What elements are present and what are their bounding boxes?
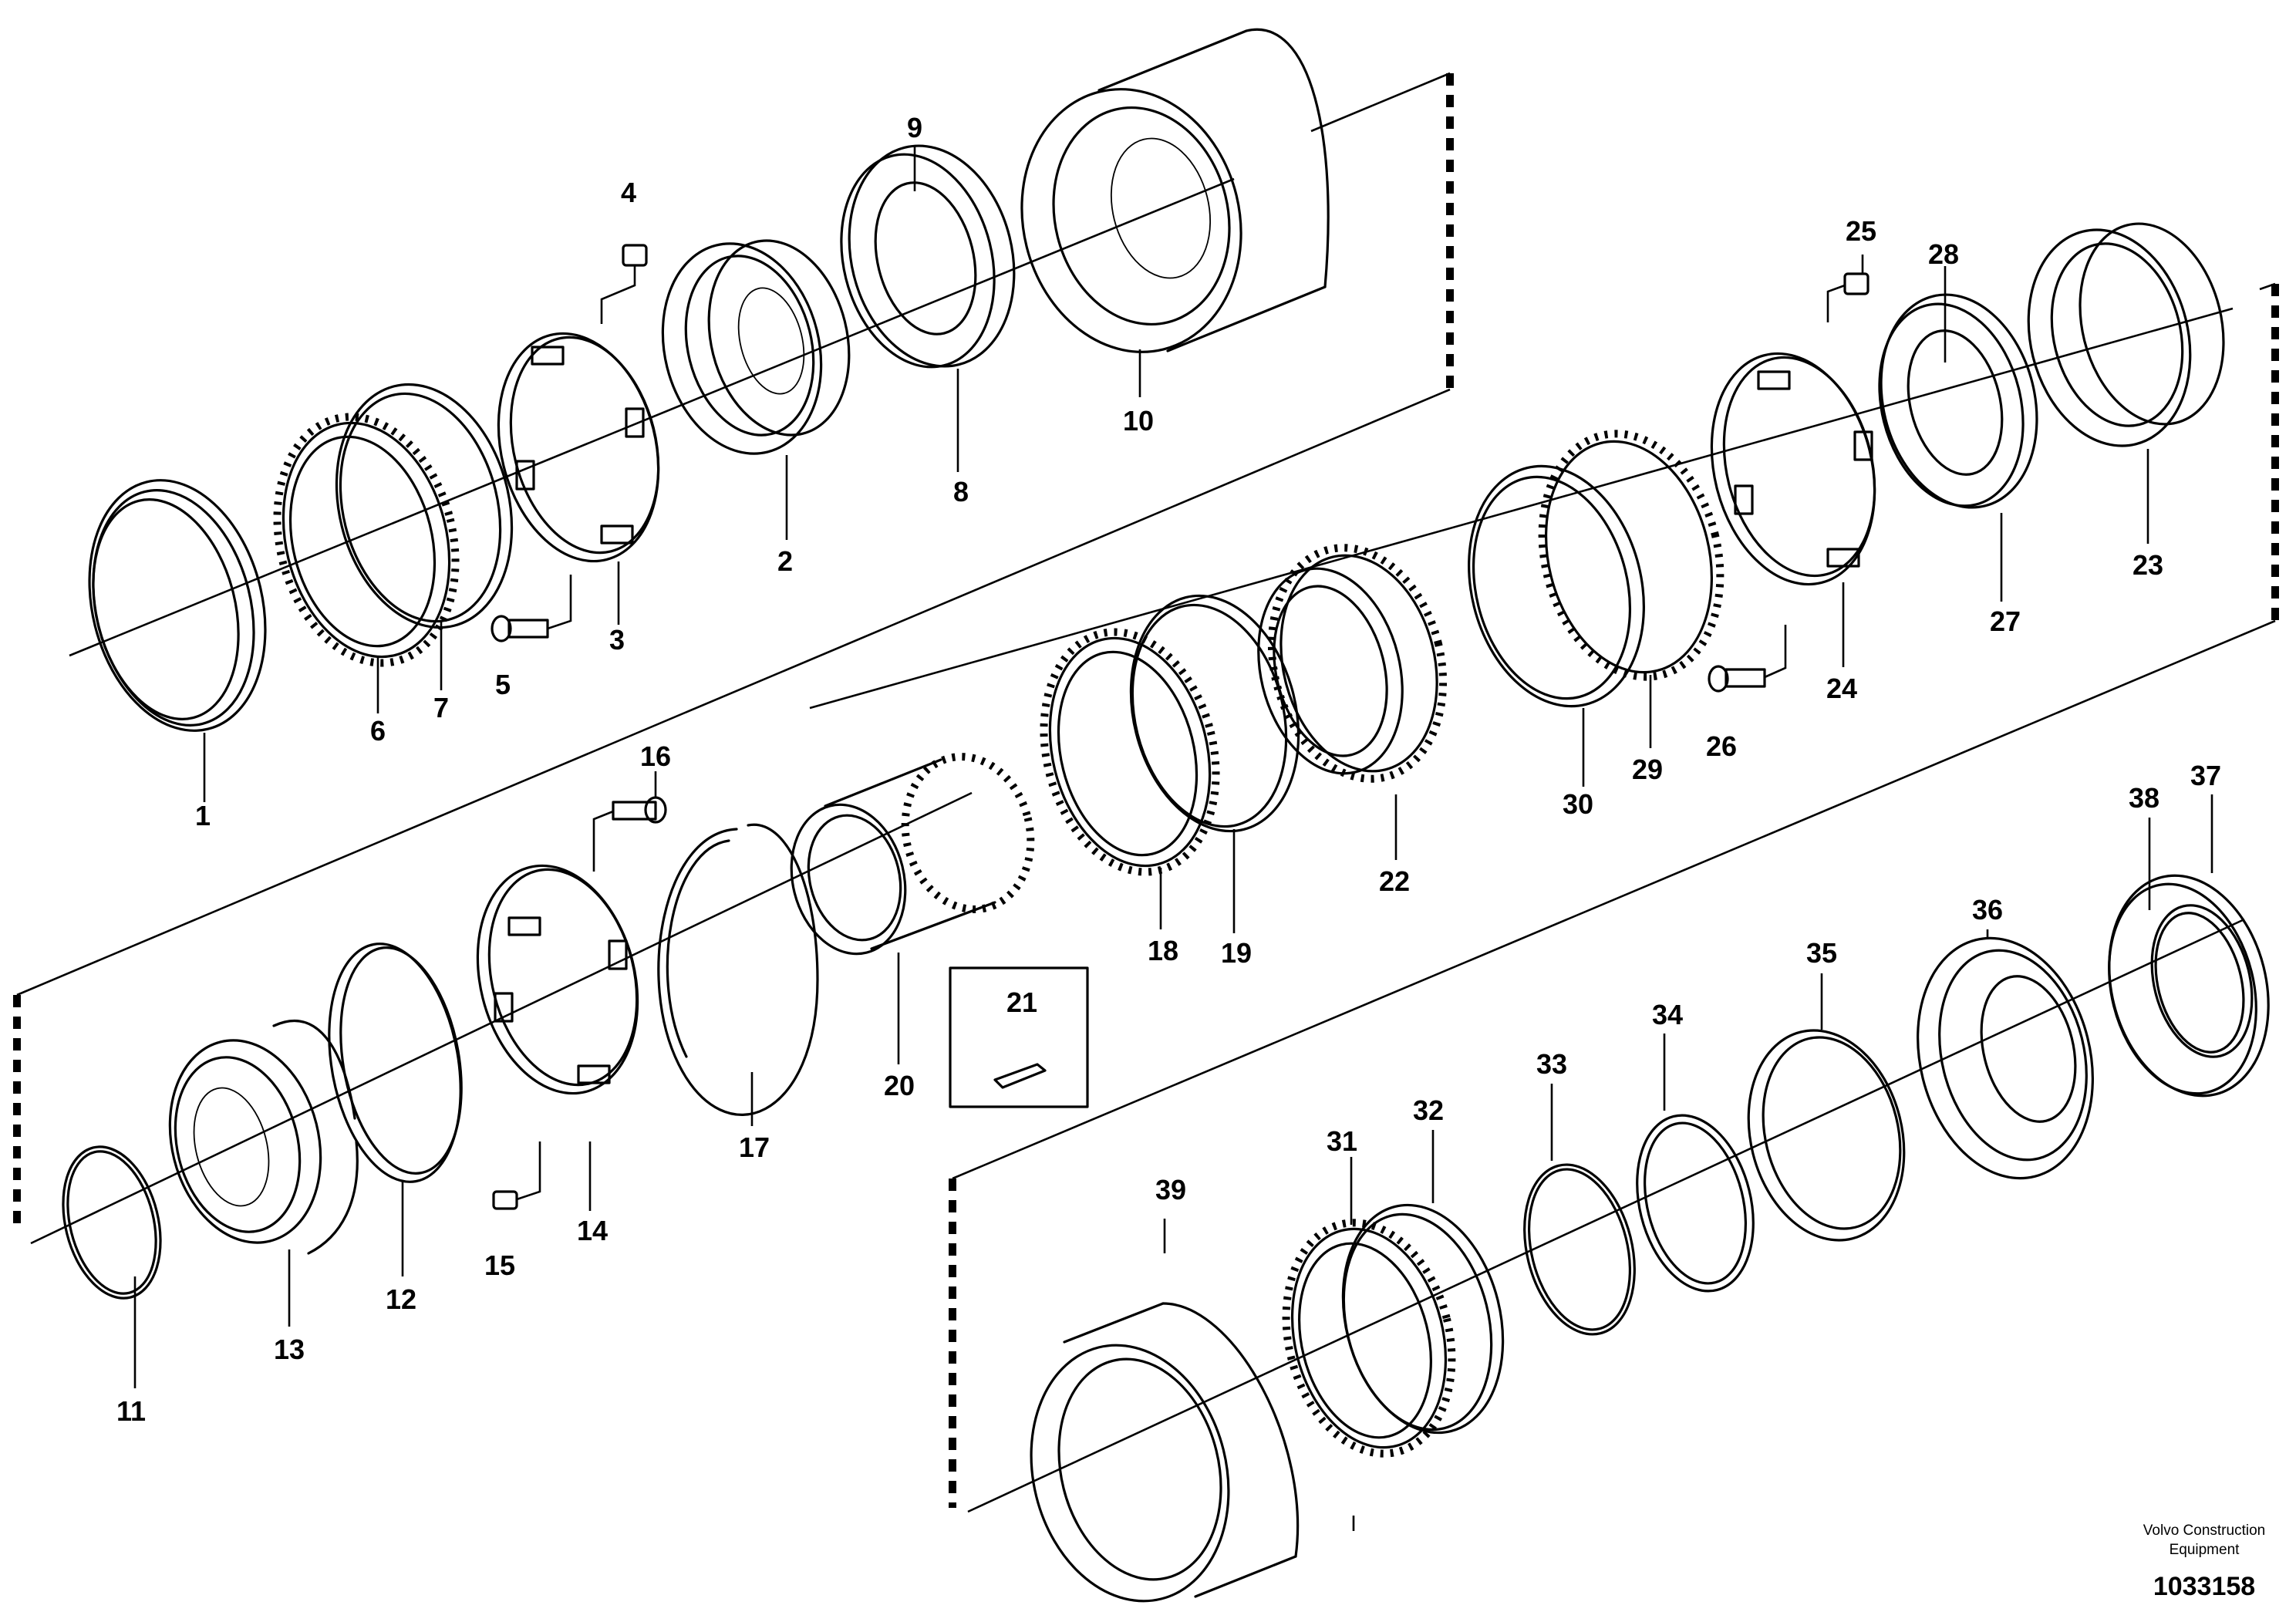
section-boundary-diagonal-upper — [16, 388, 1451, 996]
callout-4: 4 — [621, 177, 636, 208]
part-21-key-box — [949, 966, 1089, 1108]
callout-33: 33 — [1536, 1048, 1567, 1080]
callout-20: 20 — [884, 1070, 915, 1101]
part-26-pin — [1708, 625, 1787, 693]
callout-28: 28 — [1928, 238, 1959, 270]
part-18-friction-disc — [1040, 628, 1220, 876]
part-2-piston — [661, 239, 851, 455]
callout-31: 31 — [1327, 1125, 1357, 1157]
part-16-pin — [592, 796, 667, 872]
callout-18: 18 — [1148, 935, 1178, 966]
document-number: 1033158 — [2153, 1572, 2255, 1601]
part-5-pin — [491, 575, 572, 642]
axis-line-bottom — [967, 918, 2245, 1513]
part-11-o-ring — [62, 1145, 162, 1300]
callout-38: 38 — [2129, 782, 2159, 814]
section-boundary-top — [1310, 72, 1451, 133]
part-7-clutch-plate — [335, 383, 514, 629]
callout-30: 30 — [1563, 788, 1593, 820]
callout-12: 12 — [386, 1283, 416, 1315]
callout-11: 11 — [116, 1395, 146, 1427]
part-15-spring — [492, 1141, 541, 1210]
publisher-name-line1: Volvo Construction — [2143, 1523, 2265, 1539]
part-38-race-ring — [2150, 904, 2254, 1058]
part-31-friction-disc — [1282, 1219, 1456, 1458]
callout-32: 32 — [1413, 1094, 1444, 1126]
part-37-thrust-washer — [2108, 874, 2270, 1098]
callout-39: 39 — [1155, 1174, 1186, 1206]
part-20-splined-hub — [790, 753, 1035, 956]
callout-27: 27 — [1990, 605, 2021, 637]
part-29-friction-disc — [1538, 430, 1725, 681]
callout-16: 16 — [640, 740, 671, 772]
part-1-seal-ring — [88, 479, 267, 732]
section-boundary-diagonal-lower — [952, 619, 2276, 1180]
callout-9: 9 — [907, 112, 922, 143]
part-27-thrust-washer — [1878, 293, 2038, 509]
part-23-piston — [2027, 222, 2225, 447]
callout-labels: 1 2 3 4 5 6 7 8 9 10 11 12 13 14 15 16 1… — [116, 112, 2221, 1427]
part-35-lock-plate — [1747, 1029, 1906, 1242]
callout-35: 35 — [1806, 937, 1837, 969]
callout-5: 5 — [495, 669, 511, 700]
part-30-clutch-plate — [1468, 464, 1645, 708]
callout-22: 22 — [1379, 865, 1410, 897]
callout-15: 15 — [484, 1249, 515, 1281]
callout-14: 14 — [577, 1215, 608, 1246]
publisher-footer: Volvo Construction Equipment 1033158 — [2143, 1523, 2265, 1601]
callout-24: 24 — [1826, 673, 1857, 704]
callout-3: 3 — [609, 624, 625, 656]
part-14-spring-retainer — [476, 864, 639, 1095]
callout-34: 34 — [1652, 999, 1683, 1030]
callout-1: 1 — [195, 800, 211, 831]
part-22-gear — [1257, 544, 1448, 783]
callout-25: 25 — [1846, 215, 1876, 247]
callout-13: 13 — [274, 1334, 305, 1365]
callout-2: 2 — [777, 545, 793, 577]
callout-19: 19 — [1221, 937, 1252, 969]
callout-21: 21 — [1006, 986, 1037, 1018]
callout-29: 29 — [1632, 754, 1663, 785]
part-17-snap-ring — [657, 823, 819, 1116]
part-32-clutch-plate — [1341, 1203, 1505, 1435]
part-8-thrust-washer — [840, 144, 1016, 369]
callout-10: 10 — [1123, 405, 1154, 437]
part-4-spring — [600, 244, 648, 324]
part-24-spring-retainer — [1710, 352, 1876, 586]
callout-17: 17 — [739, 1131, 770, 1163]
callout-8: 8 — [953, 476, 969, 508]
part-3-spring-retainer — [497, 332, 660, 563]
part-6-friction-disc — [273, 413, 460, 667]
publisher-name-line2: Equipment — [2170, 1542, 2240, 1558]
callout-37: 37 — [2190, 760, 2221, 791]
axis-line-middle — [809, 307, 2234, 710]
part-25-spring — [1826, 272, 1870, 322]
part-19-clutch-plate — [1129, 594, 1300, 833]
callout-36: 36 — [1972, 894, 2003, 926]
callout-26: 26 — [1706, 730, 1737, 762]
part-36-bearing — [1917, 936, 2094, 1180]
part-39-carrier-housing — [1030, 1302, 1300, 1603]
leader-lines — [133, 147, 2213, 1531]
callout-6: 6 — [370, 715, 386, 747]
callout-23: 23 — [2132, 549, 2163, 581]
part-10-clutch-drum — [1020, 28, 1330, 353]
part-12-seal-ring — [328, 943, 463, 1183]
part-34-retaining-ring — [1636, 1114, 1755, 1293]
part-33-o-ring — [1523, 1163, 1636, 1336]
callout-7: 7 — [433, 692, 449, 723]
part-13-piston — [168, 1020, 359, 1255]
